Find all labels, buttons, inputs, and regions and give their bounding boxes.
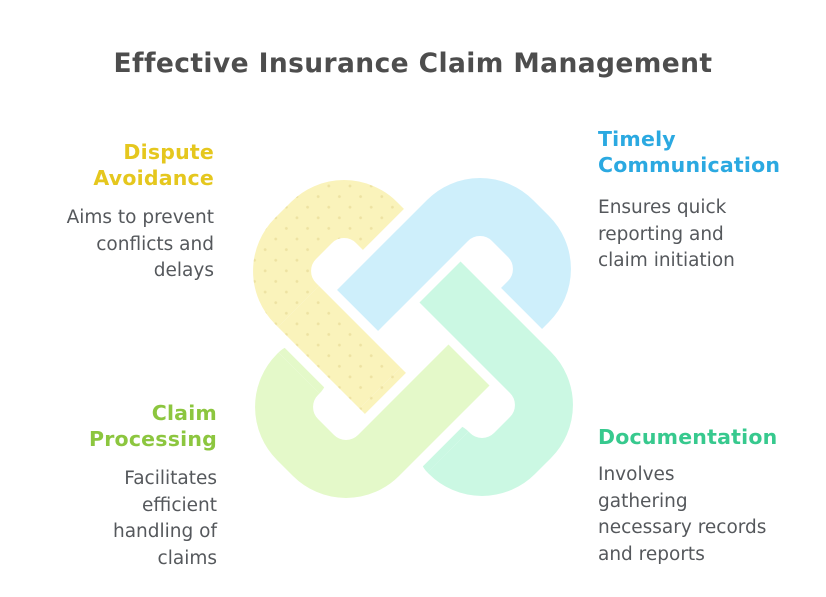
- page-title: Effective Insurance Claim Management: [113, 48, 713, 79]
- quadrant-heading: Claim Processing: [89, 401, 217, 451]
- quadrant-body: Facilitates efficient handling of claims: [113, 468, 217, 569]
- yellow-loop: [243, 170, 455, 434]
- quadrant-body: Aims to prevent conflicts and delays: [66, 207, 214, 281]
- blue-loop: [317, 168, 581, 380]
- quadrant-heading: Timely Communication: [598, 127, 781, 177]
- quadrant-dispute-avoidance: Dispute Avoidance Aims to prevent confli…: [18, 139, 214, 285]
- quadrant-heading: Documentation: [598, 425, 778, 449]
- quadrant-heading: Dispute Avoidance: [93, 140, 214, 190]
- quadrant-documentation: Documentation Involves gathering necessa…: [598, 424, 816, 568]
- quadrant-claim-processing: Claim Processing Facilitates efficient h…: [20, 400, 217, 572]
- quadrant-body: Ensures quick reporting and claim initia…: [598, 197, 735, 271]
- quadrant-timely-communication: Timely Communication Ensures quick repor…: [598, 126, 810, 275]
- quadrant-body: Involves gathering necessary records and…: [598, 464, 767, 565]
